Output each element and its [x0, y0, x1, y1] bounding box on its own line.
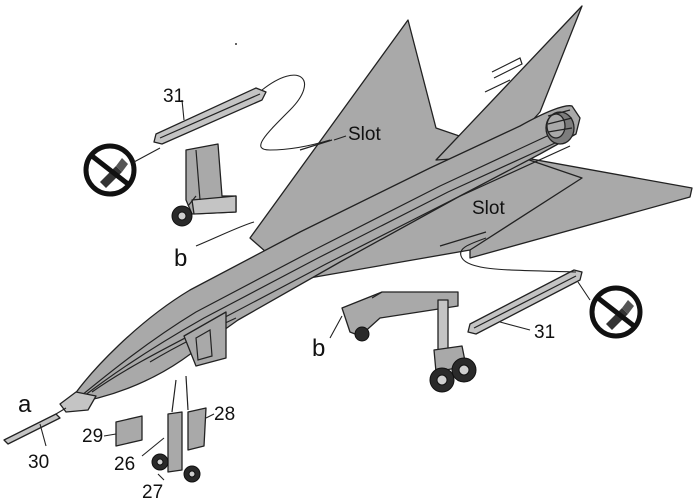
label-29: 29 — [82, 426, 103, 447]
aircraft-model — [59, 5, 693, 413]
label-31-upper: 31 — [163, 86, 184, 107]
lower-slot-mark — [439, 231, 487, 247]
part-30-pitot-probe — [3, 407, 67, 445]
label-b-left: b — [174, 245, 187, 272]
upper-missile-connector — [260, 74, 331, 151]
no-glue-icon — [589, 285, 643, 339]
part-31-upper-missile: 31 — [153, 86, 267, 145]
label-26: 26 — [114, 454, 135, 475]
label-28: 28 — [214, 404, 235, 425]
part-31-lower-missile: 31 — [467, 269, 583, 343]
left-main-landing-gear — [171, 143, 237, 227]
no-glue-icon — [83, 143, 137, 197]
right-main-landing-gear — [341, 291, 477, 393]
engine-exhaust — [545, 109, 575, 145]
slot-label-upper: Slot — [348, 124, 381, 145]
lower-missile-connector — [460, 237, 577, 273]
nose-cone — [59, 391, 97, 413]
label-b-right: b — [312, 335, 325, 362]
label-31-lower: 31 — [534, 322, 555, 343]
part-28-gear-door — [187, 407, 207, 451]
label-30: 30 — [28, 452, 49, 473]
label-27: 27 — [142, 482, 163, 503]
upper-slot-mark — [299, 139, 333, 151]
slot-label-lower: Slot — [472, 198, 505, 219]
intake-block — [183, 311, 227, 367]
label-a: a — [18, 391, 32, 418]
part-29-panel — [115, 415, 143, 447]
part-26-nose-gear — [151, 375, 201, 483]
